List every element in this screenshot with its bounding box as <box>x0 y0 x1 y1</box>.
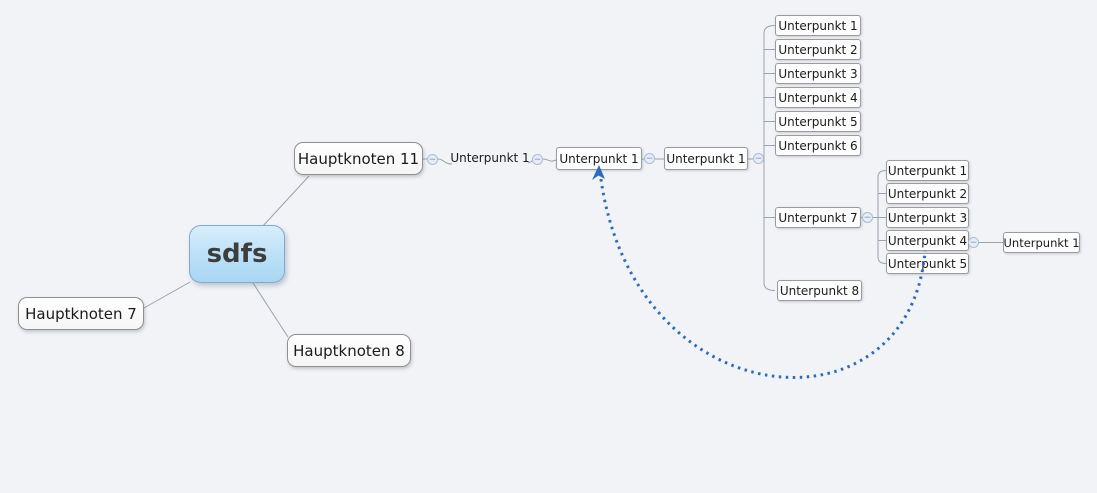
relationship-curve[interactable] <box>598 171 927 379</box>
subtopic-level3[interactable]: Unterpunkt 1 <box>664 147 748 170</box>
connector-root-hauptknoten11 <box>261 175 310 228</box>
main-topic-hauptknoten11[interactable]: Hauptknoten 11 <box>294 142 423 175</box>
subtopic-child-5[interactable]: Unterpunkt 5 <box>775 111 861 132</box>
collapse-button-level3[interactable]: − <box>753 153 764 164</box>
subtopic-child-4[interactable]: Unterpunkt 4 <box>775 87 861 108</box>
u7-child-3[interactable]: Unterpunkt 3 <box>886 207 969 228</box>
main-topic-hauptknoten8[interactable]: Hauptknoten 8 <box>287 334 411 367</box>
connector-root-hauptknoten8 <box>252 282 289 338</box>
u7-child-5[interactable]: Unterpunkt 5 <box>886 253 969 274</box>
collapse-button-level2[interactable]: − <box>644 153 655 164</box>
subtopic-level1[interactable]: Unterpunkt 1 <box>450 151 530 165</box>
connector-lines <box>143 25 1003 338</box>
collapse-button-level1[interactable]: − <box>532 154 543 165</box>
u7-child-1[interactable]: Unterpunkt 1 <box>886 160 969 181</box>
subtopic-unterpunkt8[interactable]: Unterpunkt 8 <box>777 280 862 301</box>
connector-root-hauptknoten7 <box>143 281 191 309</box>
subtopic-child-3[interactable]: Unterpunkt 3 <box>775 63 861 84</box>
collapse-button-unterpunkt7[interactable]: − <box>862 212 873 223</box>
root-topic[interactable]: sdfs <box>189 225 285 283</box>
collapse-button-hauptknoten11[interactable]: − <box>427 154 438 165</box>
subtopic-child-1[interactable]: Unterpunkt 1 <box>775 15 861 36</box>
subtopic-unterpunkt7[interactable]: Unterpunkt 7 <box>775 207 861 228</box>
subtopic-level2[interactable]: Unterpunkt 1 <box>556 147 642 170</box>
subtopic-child-2[interactable]: Unterpunkt 2 <box>775 39 861 60</box>
main-topic-hauptknoten7[interactable]: Hauptknoten 7 <box>18 297 144 330</box>
subtopic-child-6[interactable]: Unterpunkt 6 <box>775 135 861 156</box>
connector-bracket-1 <box>763 25 776 291</box>
collapse-button-unterpunkt4[interactable]: − <box>968 237 979 248</box>
u7-child-4[interactable]: Unterpunkt 4 <box>886 230 969 251</box>
u7-child-2[interactable]: Unterpunkt 2 <box>886 183 969 204</box>
subtopic-unterpunkt4-leaf[interactable]: Unterpunkt 1 <box>1003 232 1080 253</box>
